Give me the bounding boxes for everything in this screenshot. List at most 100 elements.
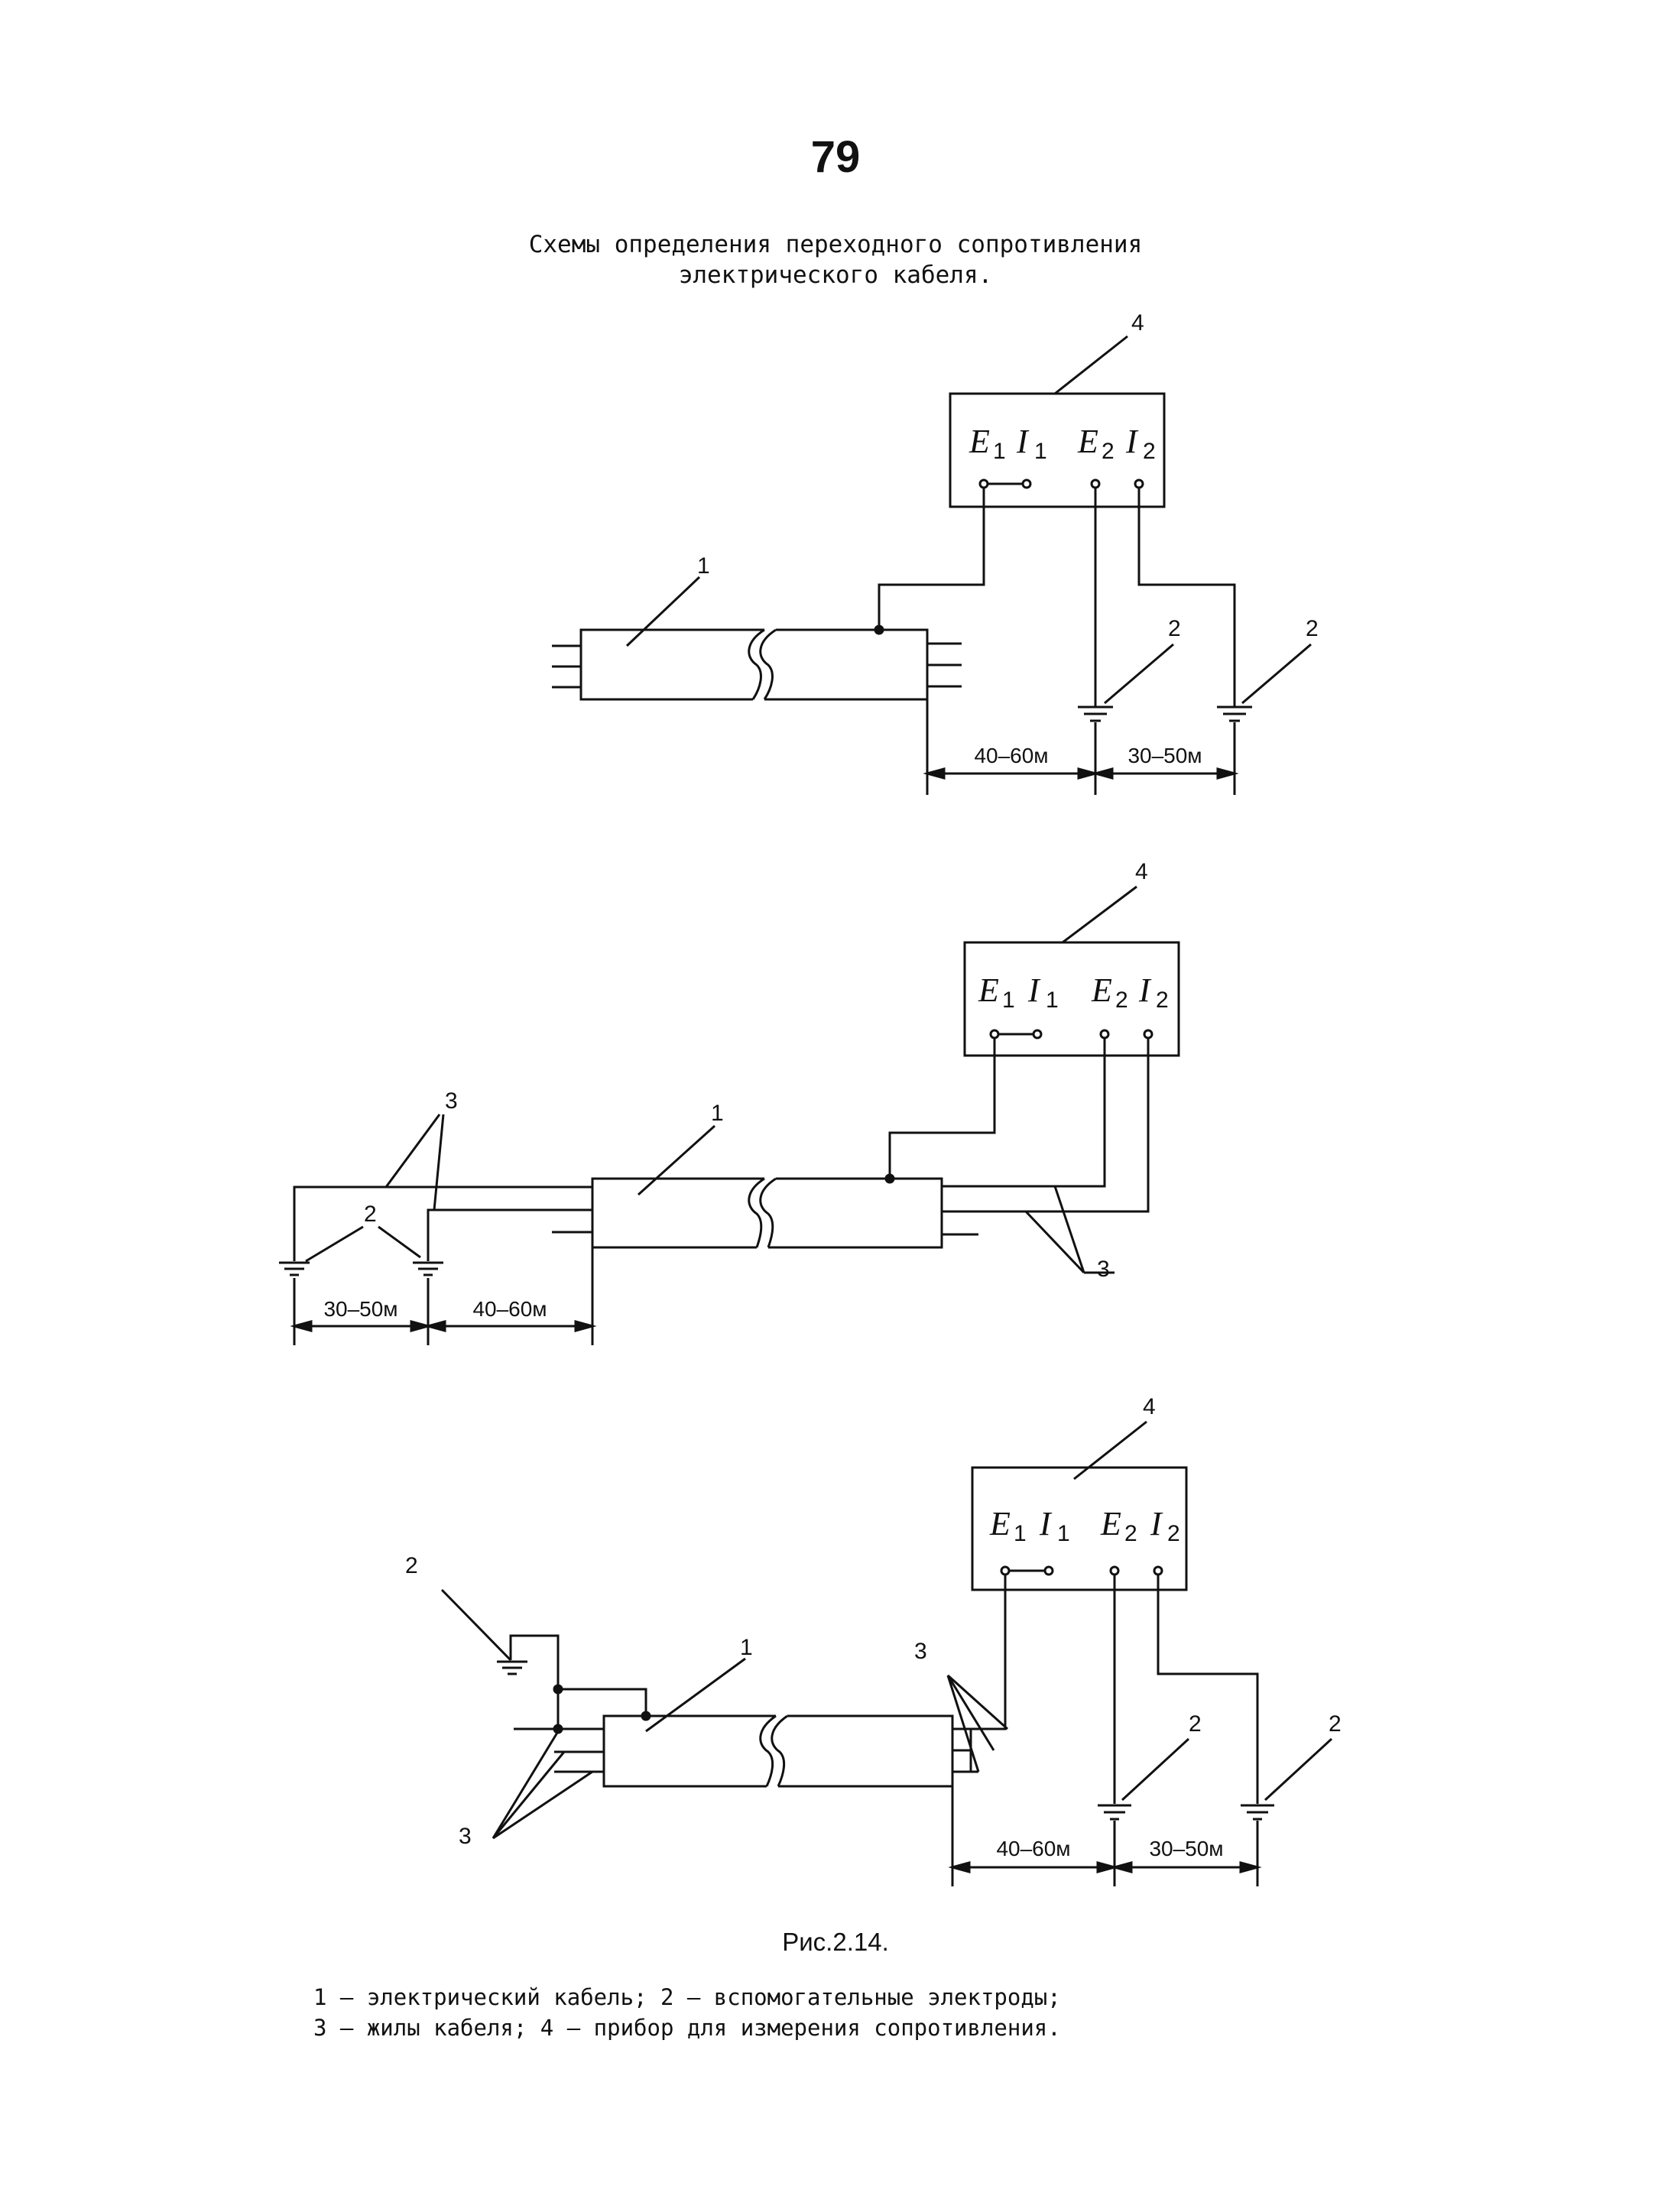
wire-e1-to-cable bbox=[888, 1038, 996, 1177]
label-electrode: 2 bbox=[364, 1202, 377, 1227]
svg-text:E: E bbox=[978, 971, 999, 1009]
terminal-dot-e1 bbox=[989, 1029, 1000, 1040]
cable-break-left bbox=[748, 628, 765, 700]
wire-to-ground-left bbox=[509, 1634, 560, 1729]
diagram-1: 4 E 1 I 1 E 2 I 2 bbox=[552, 310, 1319, 795]
diagram-3: 4 E 1 I 1 E 2 I 2 bbox=[405, 1394, 1342, 1886]
dimension-30-50: 30–50м bbox=[1149, 1837, 1223, 1860]
terminal-labels: E 1 I 1 E 2 I 2 bbox=[969, 423, 1156, 464]
terminal-dot-e1 bbox=[978, 478, 989, 489]
label-meter: 4 bbox=[1135, 859, 1148, 884]
ground-electrode-right bbox=[413, 1261, 443, 1276]
leader-core-d bbox=[946, 1674, 1009, 1730]
leader-electrode-a bbox=[305, 1225, 364, 1263]
core-to-electrode-right bbox=[427, 1208, 592, 1261]
dimension-40-60: 40–60м bbox=[974, 744, 1048, 767]
terminal-labels: E 1 I 1 E 2 I 2 bbox=[989, 1505, 1180, 1546]
svg-text:2: 2 bbox=[1124, 1521, 1137, 1546]
svg-text:I: I bbox=[1039, 1505, 1053, 1542]
leader-line-2b bbox=[1241, 643, 1312, 705]
terminal-i1-sub: 1 bbox=[1034, 439, 1047, 464]
wire-i2-to-core bbox=[942, 1038, 1150, 1213]
wire-i2-to-electrode bbox=[1157, 1575, 1259, 1804]
leader-line-4 bbox=[1062, 885, 1137, 944]
label-cores-right: 3 bbox=[914, 1639, 927, 1664]
legend-line-1: 1 – электрический кабель; 2 – вспомогате… bbox=[313, 1984, 1061, 2010]
leader-electrode-b bbox=[378, 1225, 421, 1259]
terminal-dot-i1 bbox=[1043, 1565, 1054, 1576]
terminal-dot-e2 bbox=[1109, 1565, 1120, 1576]
leader-core-f bbox=[946, 1675, 980, 1773]
leader-core-a bbox=[384, 1114, 441, 1188]
wire-i2-to-electrode bbox=[1137, 488, 1236, 707]
ground-electrode-1 bbox=[1078, 705, 1113, 722]
junction-dot-2 bbox=[553, 1684, 563, 1695]
junction-dot bbox=[641, 1711, 651, 1721]
figure-title-line-1: Схемы определения переходного сопротивле… bbox=[528, 231, 1143, 258]
dimension-30-50: 30–50м bbox=[1128, 744, 1202, 767]
terminal-dot-e1 bbox=[1000, 1565, 1011, 1576]
dimension-lines bbox=[923, 699, 1239, 795]
wire-e2-to-core bbox=[942, 1038, 1106, 1188]
leader-line-1 bbox=[625, 576, 701, 647]
dimension-lines bbox=[290, 1247, 597, 1345]
svg-text:E: E bbox=[989, 1505, 1011, 1542]
legend-line-2: 3 – жилы кабеля; 4 – прибор для измерени… bbox=[313, 2015, 1061, 2041]
svg-text:2: 2 bbox=[1156, 988, 1169, 1013]
ground-electrode-2 bbox=[1241, 1804, 1274, 1821]
wire-cable-to-ground-bar bbox=[558, 1688, 647, 1716]
terminal-i2: I bbox=[1125, 423, 1139, 460]
terminal-dot-i2 bbox=[1143, 1029, 1153, 1040]
dimension-40-60: 40–60м bbox=[472, 1297, 547, 1321]
label-cores-left: 3 bbox=[459, 1824, 472, 1849]
page-number: 79 bbox=[810, 132, 861, 182]
leader-core-a bbox=[492, 1728, 561, 1839]
leader-core-c bbox=[492, 1770, 593, 1840]
svg-text:I: I bbox=[1150, 1505, 1163, 1542]
meter-box bbox=[963, 941, 1180, 1057]
terminal-e1-sub: 1 bbox=[993, 439, 1006, 464]
label-meter: 4 bbox=[1131, 310, 1144, 336]
dimension-40-60: 40–60м bbox=[996, 1837, 1070, 1860]
terminal-dot-i2 bbox=[1153, 1565, 1163, 1576]
svg-text:I: I bbox=[1138, 971, 1152, 1009]
ground-electrode-2 bbox=[1217, 705, 1252, 722]
svg-text:2: 2 bbox=[1167, 1521, 1180, 1546]
cable bbox=[552, 1177, 978, 1249]
label-cable: 1 bbox=[740, 1635, 753, 1660]
terminal-e2: E bbox=[1077, 423, 1098, 460]
label-electrode-left: 2 bbox=[405, 1553, 418, 1578]
label-cable: 1 bbox=[697, 553, 710, 579]
figure-title-line-2: электрического кабеля. bbox=[678, 261, 993, 289]
ground-electrode-left bbox=[279, 1261, 310, 1276]
terminal-dot-i1 bbox=[1032, 1029, 1043, 1040]
leader-line-4 bbox=[1073, 1420, 1147, 1481]
dimension-30-50: 30–50м bbox=[323, 1297, 397, 1321]
label-electrode-b: 2 bbox=[1306, 616, 1319, 641]
label-cores-left: 3 bbox=[445, 1088, 458, 1114]
svg-text:I: I bbox=[1027, 971, 1041, 1009]
wire-e1-to-cable bbox=[878, 488, 985, 628]
meter-box bbox=[949, 392, 1166, 508]
svg-text:2: 2 bbox=[1115, 988, 1128, 1013]
leader-line-4 bbox=[1054, 335, 1128, 395]
label-electrode-a: 2 bbox=[1189, 1711, 1202, 1737]
cable-left-body bbox=[579, 628, 764, 701]
leader-electrode-left bbox=[440, 1588, 512, 1662]
figure-caption: Рис.2.14. bbox=[782, 1928, 889, 1956]
label-electrode-a: 2 bbox=[1168, 616, 1181, 641]
cable-right-body bbox=[764, 628, 929, 701]
svg-text:1: 1 bbox=[1046, 988, 1059, 1013]
diagram-2: 4 E 1 I 1 E 2 I 2 bbox=[279, 859, 1180, 1345]
core-to-electrode-left bbox=[293, 1185, 592, 1261]
label-cores-right: 3 bbox=[1097, 1257, 1110, 1282]
label-electrode-b: 2 bbox=[1329, 1711, 1342, 1737]
terminal-e2-sub: 2 bbox=[1102, 439, 1115, 464]
label-meter: 4 bbox=[1143, 1394, 1156, 1419]
cable-break-right bbox=[759, 628, 777, 700]
terminal-dot-i1 bbox=[1021, 478, 1032, 489]
leader-core-e bbox=[946, 1675, 995, 1751]
leader-core-b bbox=[433, 1114, 445, 1211]
